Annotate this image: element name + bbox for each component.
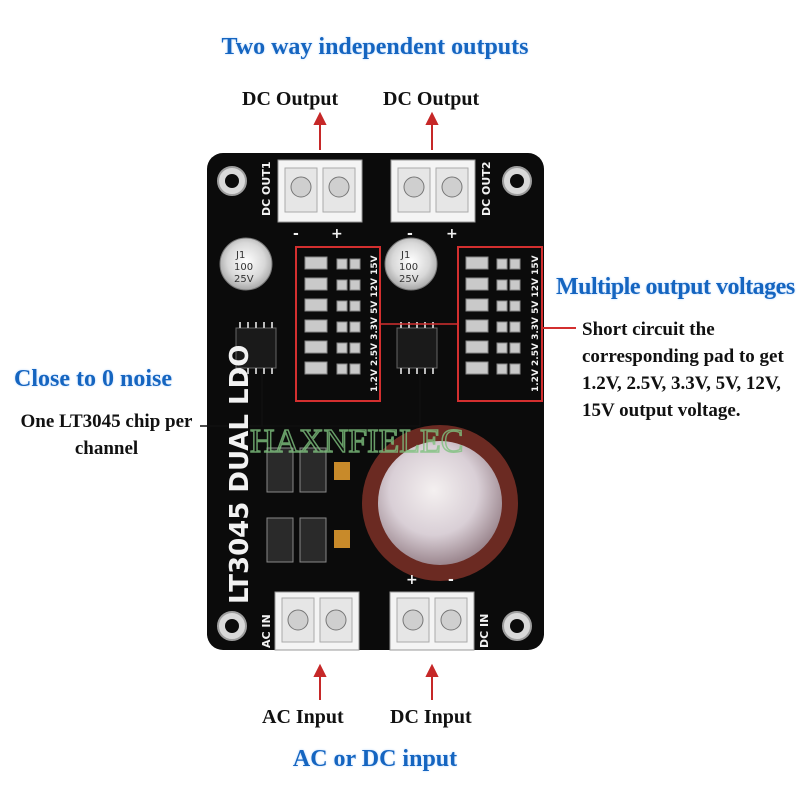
cap1-marking-100: 100 bbox=[234, 262, 253, 273]
rectifier-components bbox=[266, 447, 327, 563]
bulk-capacitor bbox=[362, 425, 518, 581]
silk-minus-dc-in: - bbox=[448, 572, 454, 588]
silk-plus-out1: + bbox=[331, 226, 343, 242]
silk-plus-dc-in: + bbox=[406, 572, 418, 588]
cap2-marking-j1: J1 bbox=[400, 250, 410, 261]
noise-title: Close to 0 noise bbox=[14, 366, 172, 392]
voltage-pads-2 bbox=[465, 256, 521, 375]
board-name-silkscreen: LT3045 DUAL LDO bbox=[225, 345, 255, 604]
terminal-out1 bbox=[277, 159, 363, 223]
arrows bbox=[313, 111, 439, 700]
voltage-pads-1 bbox=[304, 256, 361, 375]
silk-voltages-2: 1.2V 2.5V 3.3V 5V 12V 15V bbox=[531, 255, 541, 392]
terminal-dc-in bbox=[389, 591, 475, 651]
dc-output-label-2: DC Output bbox=[383, 88, 480, 110]
watermark: HAXNFIELEC bbox=[250, 423, 463, 460]
chip-description: One LT3045 chip per channel bbox=[20, 411, 193, 459]
cap2-marking-100: 100 bbox=[399, 262, 418, 273]
silk-voltages-1: 1.2V 2.5V 3.3V 5V 12V 15V bbox=[370, 255, 380, 392]
small-capacitor-2 bbox=[384, 237, 438, 291]
lt3045-chip-2 bbox=[396, 327, 438, 369]
silk-ac-in: AC IN bbox=[260, 614, 273, 648]
mounting-holes bbox=[217, 166, 532, 641]
silk-dc-in: DC IN bbox=[478, 614, 491, 648]
ac-input-label: AC Input bbox=[262, 706, 344, 728]
headline-top: Two way independent outputs bbox=[221, 34, 529, 60]
terminal-ac-in bbox=[274, 591, 360, 651]
headline-bottom: AC or DC input bbox=[292, 746, 458, 772]
small-capacitor-1 bbox=[219, 237, 273, 291]
silk-minus-out1: - bbox=[293, 226, 299, 242]
dc-output-label-1: DC Output bbox=[242, 88, 339, 110]
cap1-marking-25v: 25V bbox=[234, 274, 254, 285]
silk-minus-out2: - bbox=[407, 226, 413, 242]
multi-voltage-title: Multiple output voltages bbox=[556, 274, 795, 300]
silk-out1: DC OUT1 bbox=[260, 162, 273, 216]
dc-input-label: DC Input bbox=[390, 706, 472, 728]
lt3045-chip-1 bbox=[235, 327, 277, 369]
terminal-out2 bbox=[390, 159, 476, 223]
silk-plus-out2: + bbox=[446, 226, 458, 242]
silk-out2: DC OUT2 bbox=[480, 162, 493, 216]
short-circuit-description: Short circuit the corresponding pad to g… bbox=[582, 319, 784, 421]
cap1-marking-j1: J1 bbox=[235, 250, 245, 261]
cap2-marking-25v: 25V bbox=[399, 274, 419, 285]
